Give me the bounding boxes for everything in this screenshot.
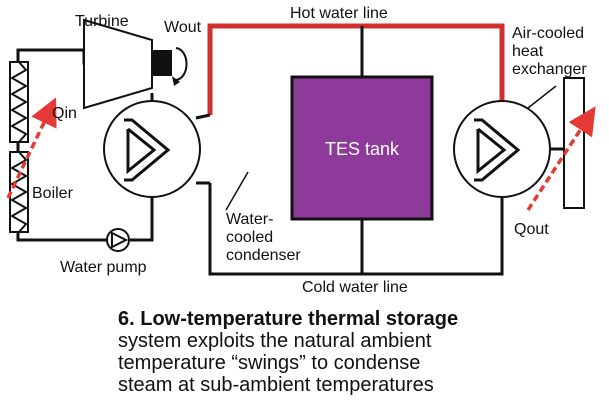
air-cooled-panel [563,77,585,209]
rotation-arrow-icon [175,47,188,81]
figure-caption: 6. Low-temperature thermal storage syste… [118,308,598,396]
condenser-label: Water- cooled condenser [226,211,301,264]
caption-line: steam at sub-ambient temperatures [118,374,434,396]
boiler-lower-zigzag [9,151,29,233]
tes-tank-label: TES tank [325,139,400,159]
heat-out-arrow-icon [526,106,596,211]
qin-label: Qin [52,105,77,122]
cold-water-line-label: Cold water line [302,279,408,296]
cold-water-line [208,183,504,276]
qout-label: Qout [514,221,549,238]
hot-water-line-label: Hot water line [290,5,388,22]
heat-exchanger-coil [474,118,521,182]
rotation-arrow-head [172,76,180,86]
boiler-upper-zigzag [9,61,29,143]
condenser-coil [124,118,171,182]
caption-title: 6. Low-temperature thermal storage [118,308,459,330]
caption-line: system exploits the natural ambient [118,330,432,352]
pump-triangle [111,231,129,249]
steam-loop-right [130,190,154,242]
turbine-shaft [152,50,172,76]
exchanger-leader [527,85,557,109]
wout-label: Wout [164,19,202,36]
water-pump-label: Water pump [60,259,147,276]
condenser-leader [225,171,249,211]
boiler-label: Boiler [32,185,74,202]
condenser-to-hot-line [195,113,211,120]
turbine [83,18,153,110]
heat-exchanger-label: Air-cooled heat exchanger [512,25,588,78]
storage-system-diagram: TES tank Turbine Wout Hot water line Qin… [6,5,596,296]
hot-water-line [207,23,505,116]
caption-line: temperature “swings” to condense [118,352,421,374]
turbine-label: Turbine [75,13,129,30]
heat-arrow-icon [6,97,57,199]
tes-tank [290,75,434,221]
